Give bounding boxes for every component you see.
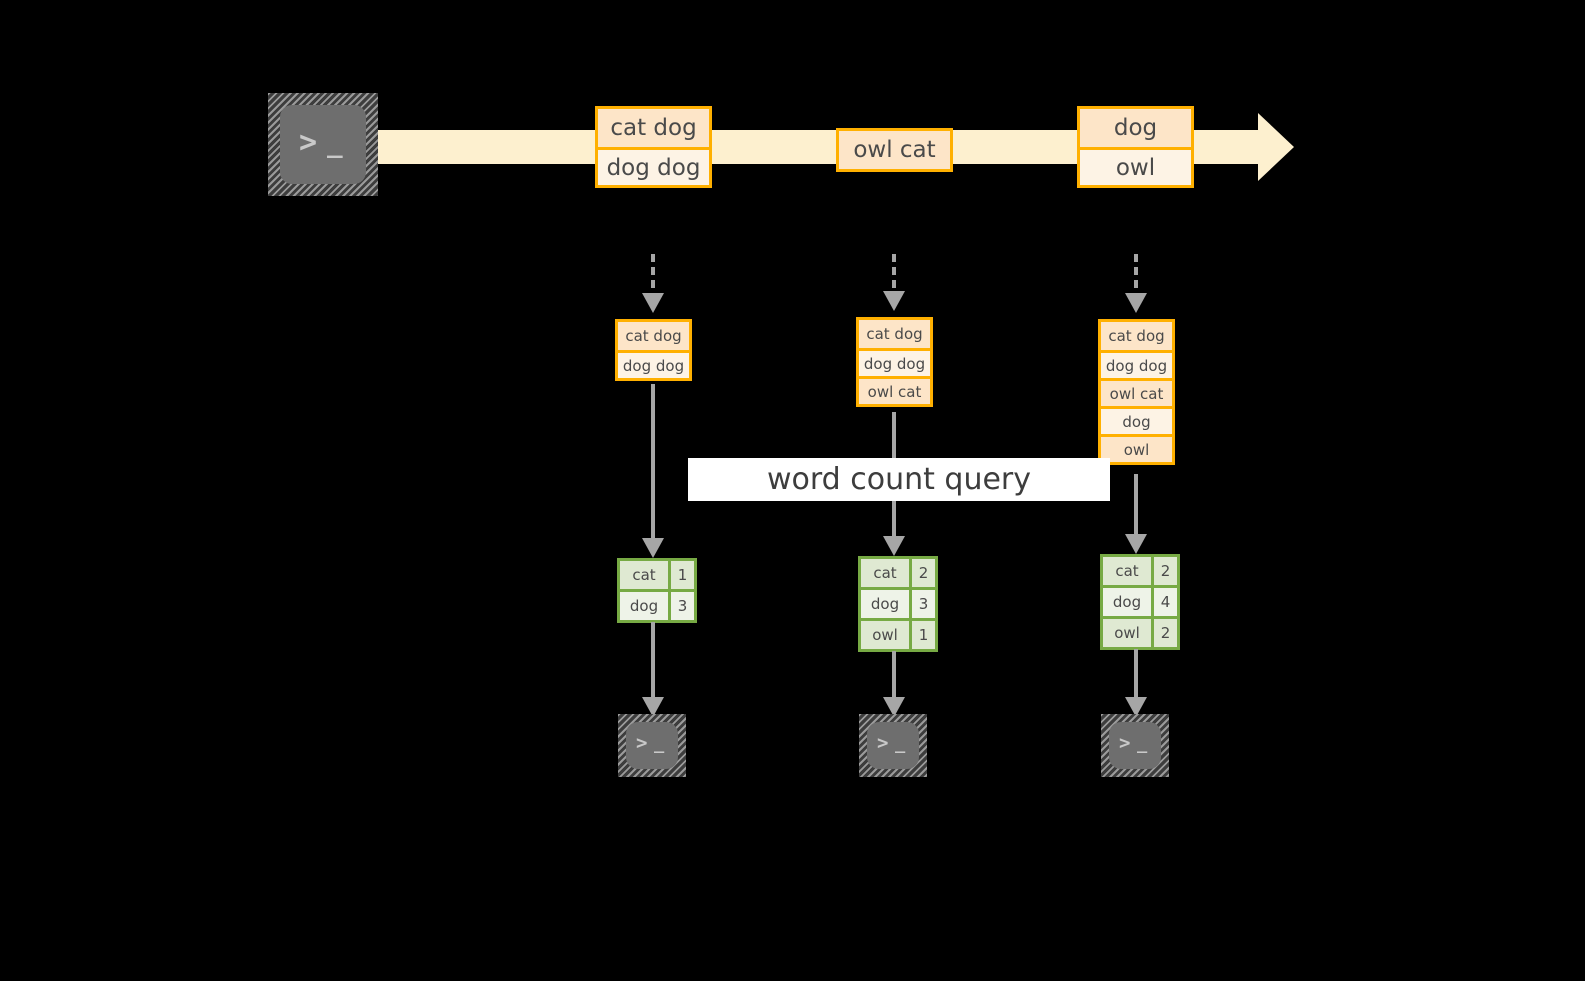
accumulated-row: dog dog xyxy=(859,348,930,376)
snapshot-1-accumulated-table[interactable]: cat dog dog dog xyxy=(615,319,692,381)
snapshot-1-dashed-connector xyxy=(651,254,655,288)
result-count: 4 xyxy=(1151,588,1177,616)
accumulated-row: cat dog xyxy=(1101,322,1172,350)
terminal-face xyxy=(867,722,919,769)
snapshot-1-output-arrowhead xyxy=(642,697,664,717)
snapshot-2-output-arrowhead xyxy=(883,697,905,717)
result-word: dog xyxy=(861,590,909,618)
producer-terminal-icon[interactable]: > _ xyxy=(268,93,378,196)
snapshot-1-connector-arrowhead xyxy=(642,293,664,313)
result-count: 1 xyxy=(668,561,694,589)
snapshot-3-accumulated-table[interactable]: cat dog dog dog owl cat dog owl xyxy=(1098,319,1175,465)
message-line: owl cat xyxy=(839,131,950,169)
terminal-prompt-glyph: > xyxy=(636,732,649,754)
snapshot-3-query-arrow-line xyxy=(1134,474,1138,536)
snapshot-1-query-arrow-line xyxy=(651,384,655,539)
stream-message-3[interactable]: dog owl xyxy=(1077,106,1194,188)
result-row: dog 4 xyxy=(1103,585,1177,616)
accumulated-row: owl cat xyxy=(859,376,930,404)
terminal-cursor-glyph: _ xyxy=(327,129,344,159)
result-count: 1 xyxy=(909,621,935,649)
accumulated-row: dog dog xyxy=(1101,350,1172,378)
accumulated-row: owl xyxy=(1101,434,1172,462)
snapshot-2-consumer-terminal-icon[interactable]: > _ xyxy=(859,714,927,777)
accumulated-row: dog xyxy=(1101,406,1172,434)
result-word: cat xyxy=(861,559,909,587)
result-word: owl xyxy=(1103,619,1151,647)
result-count: 2 xyxy=(1151,619,1177,647)
snapshot-2-accumulated-table[interactable]: cat dog dog dog owl cat xyxy=(856,317,933,407)
snapshot-3-output-arrowhead xyxy=(1125,697,1147,717)
terminal-cursor-glyph: _ xyxy=(1137,734,1149,754)
accumulated-row: owl cat xyxy=(1101,378,1172,406)
snapshot-1-result-table[interactable]: cat 1 dog 3 xyxy=(617,558,697,623)
snapshot-3-query-arrowhead xyxy=(1125,534,1147,554)
accumulated-row: cat dog xyxy=(859,320,930,348)
result-row: cat 1 xyxy=(620,561,694,589)
snapshot-2-result-table[interactable]: cat 2 dog 3 owl 1 xyxy=(858,556,938,652)
terminal-cursor-glyph: _ xyxy=(895,734,907,754)
query-label-band: word count query xyxy=(688,458,1110,501)
result-word: owl xyxy=(861,621,909,649)
snapshot-1-output-arrow-line xyxy=(651,622,655,698)
result-count: 2 xyxy=(909,559,935,587)
accumulated-row: dog dog xyxy=(618,350,689,378)
snapshot-3-output-arrow-line xyxy=(1134,649,1138,698)
stream-message-1[interactable]: cat dog dog dog xyxy=(595,106,712,188)
message-line: cat dog xyxy=(598,109,709,147)
result-word: cat xyxy=(1103,557,1151,585)
terminal-face xyxy=(626,722,678,769)
terminal-prompt-glyph: > xyxy=(877,732,890,754)
result-word: dog xyxy=(620,592,668,620)
result-row: cat 2 xyxy=(1103,557,1177,585)
result-row: owl 1 xyxy=(861,618,935,649)
snapshot-3-dashed-connector xyxy=(1134,254,1138,288)
accumulated-row: cat dog xyxy=(618,322,689,350)
terminal-prompt-glyph: > xyxy=(1119,732,1132,754)
result-word: cat xyxy=(620,561,668,589)
terminal-cursor-glyph: _ xyxy=(654,734,666,754)
snapshot-2-connector-arrowhead xyxy=(883,291,905,311)
result-row: dog 3 xyxy=(861,587,935,618)
event-stream-arrowhead xyxy=(1258,113,1294,181)
snapshot-3-consumer-terminal-icon[interactable]: > _ xyxy=(1101,714,1169,777)
stream-message-2[interactable]: owl cat xyxy=(836,128,953,172)
snapshot-2-query-arrowhead xyxy=(883,536,905,556)
terminal-face xyxy=(280,105,366,184)
result-count: 3 xyxy=(909,590,935,618)
result-count: 3 xyxy=(668,592,694,620)
query-label: word count query xyxy=(766,462,1032,497)
terminal-face xyxy=(1109,722,1161,769)
snapshot-1-consumer-terminal-icon[interactable]: > _ xyxy=(618,714,686,777)
snapshot-2-output-arrow-line xyxy=(892,651,896,698)
result-row: owl 2 xyxy=(1103,616,1177,647)
terminal-prompt-glyph: > xyxy=(299,125,319,160)
message-line: dog dog xyxy=(598,147,709,185)
result-row: cat 2 xyxy=(861,559,935,587)
result-row: dog 3 xyxy=(620,589,694,620)
snapshot-3-connector-arrowhead xyxy=(1125,293,1147,313)
message-line: owl xyxy=(1080,147,1191,185)
snapshot-1-query-arrowhead xyxy=(642,538,664,558)
message-line: dog xyxy=(1080,109,1191,147)
snapshot-3-result-table[interactable]: cat 2 dog 4 owl 2 xyxy=(1100,554,1180,650)
snapshot-2-dashed-connector xyxy=(892,254,896,288)
result-count: 2 xyxy=(1151,557,1177,585)
result-word: dog xyxy=(1103,588,1151,616)
